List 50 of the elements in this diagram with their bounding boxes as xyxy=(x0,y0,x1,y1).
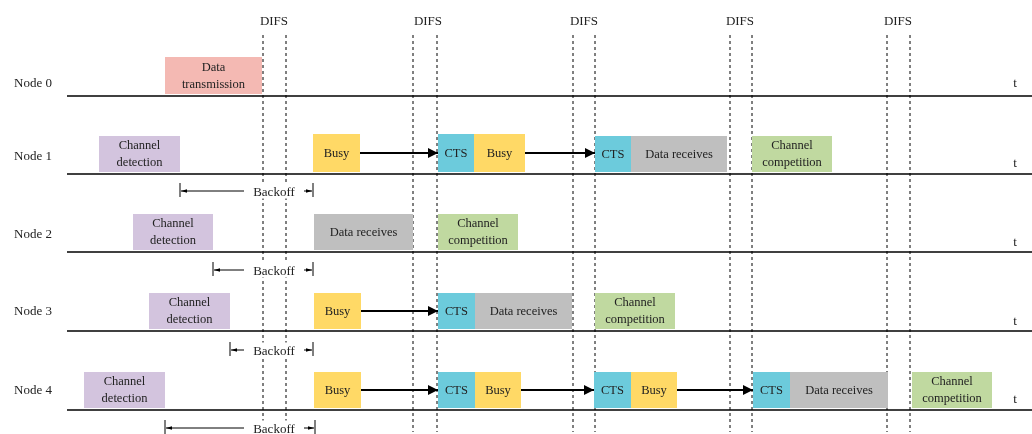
state-block: Channel competition xyxy=(912,372,992,408)
difs-label: DIFS xyxy=(883,12,913,28)
state-block: CTS xyxy=(594,372,631,408)
state-block: Data receives xyxy=(314,214,413,250)
state-block: CTS xyxy=(438,372,475,408)
state-block: Data receives xyxy=(475,293,572,329)
difs-label: DIFS xyxy=(569,12,599,28)
state-block: Channel competition xyxy=(438,214,518,250)
state-block: Busy xyxy=(474,134,525,172)
row-label: Node 1 xyxy=(14,147,52,163)
state-block: CTS xyxy=(753,372,790,408)
state-block: Channel detection xyxy=(133,214,213,250)
dimension-label: Backoff xyxy=(250,183,298,199)
time-label: t xyxy=(1013,74,1017,90)
state-block: CTS xyxy=(438,293,475,329)
state-block: CTS xyxy=(438,134,474,172)
state-block: Channel competition xyxy=(752,136,832,172)
row-label: Node 4 xyxy=(14,381,52,397)
arrow xyxy=(360,306,439,316)
state-block: Data receives xyxy=(631,136,727,172)
arrow xyxy=(359,148,439,158)
arrow xyxy=(520,385,595,395)
state-block: Busy xyxy=(314,293,361,329)
difs-label: DIFS xyxy=(725,12,755,28)
state-block: Channel detection xyxy=(84,372,165,408)
dimension-label: Backoff xyxy=(250,420,298,434)
difs-label: DIFS xyxy=(259,12,289,28)
state-block: CTS xyxy=(595,136,631,172)
dimension-label: Backoff xyxy=(250,262,298,278)
state-block: Data transmission xyxy=(165,57,262,94)
arrow xyxy=(676,385,754,395)
arrow xyxy=(360,385,439,395)
state-block: Channel competition xyxy=(595,293,675,329)
difs-label: DIFS xyxy=(413,12,443,28)
row-label: Node 0 xyxy=(14,74,52,90)
time-label: t xyxy=(1013,233,1017,249)
row-label: Node 2 xyxy=(14,225,52,241)
state-block: Busy xyxy=(313,134,360,172)
state-block: Busy xyxy=(314,372,361,408)
state-block: Channel detection xyxy=(99,136,180,172)
state-block: Busy xyxy=(631,372,677,408)
time-label: t xyxy=(1013,390,1017,406)
state-block: Channel detection xyxy=(149,293,230,329)
dimension-label: Backoff xyxy=(250,342,298,358)
time-label: t xyxy=(1013,154,1017,170)
time-label: t xyxy=(1013,312,1017,328)
row-label: Node 3 xyxy=(14,302,52,318)
state-block: Data receives xyxy=(790,372,888,408)
state-block: Busy xyxy=(475,372,521,408)
arrow xyxy=(524,148,596,158)
